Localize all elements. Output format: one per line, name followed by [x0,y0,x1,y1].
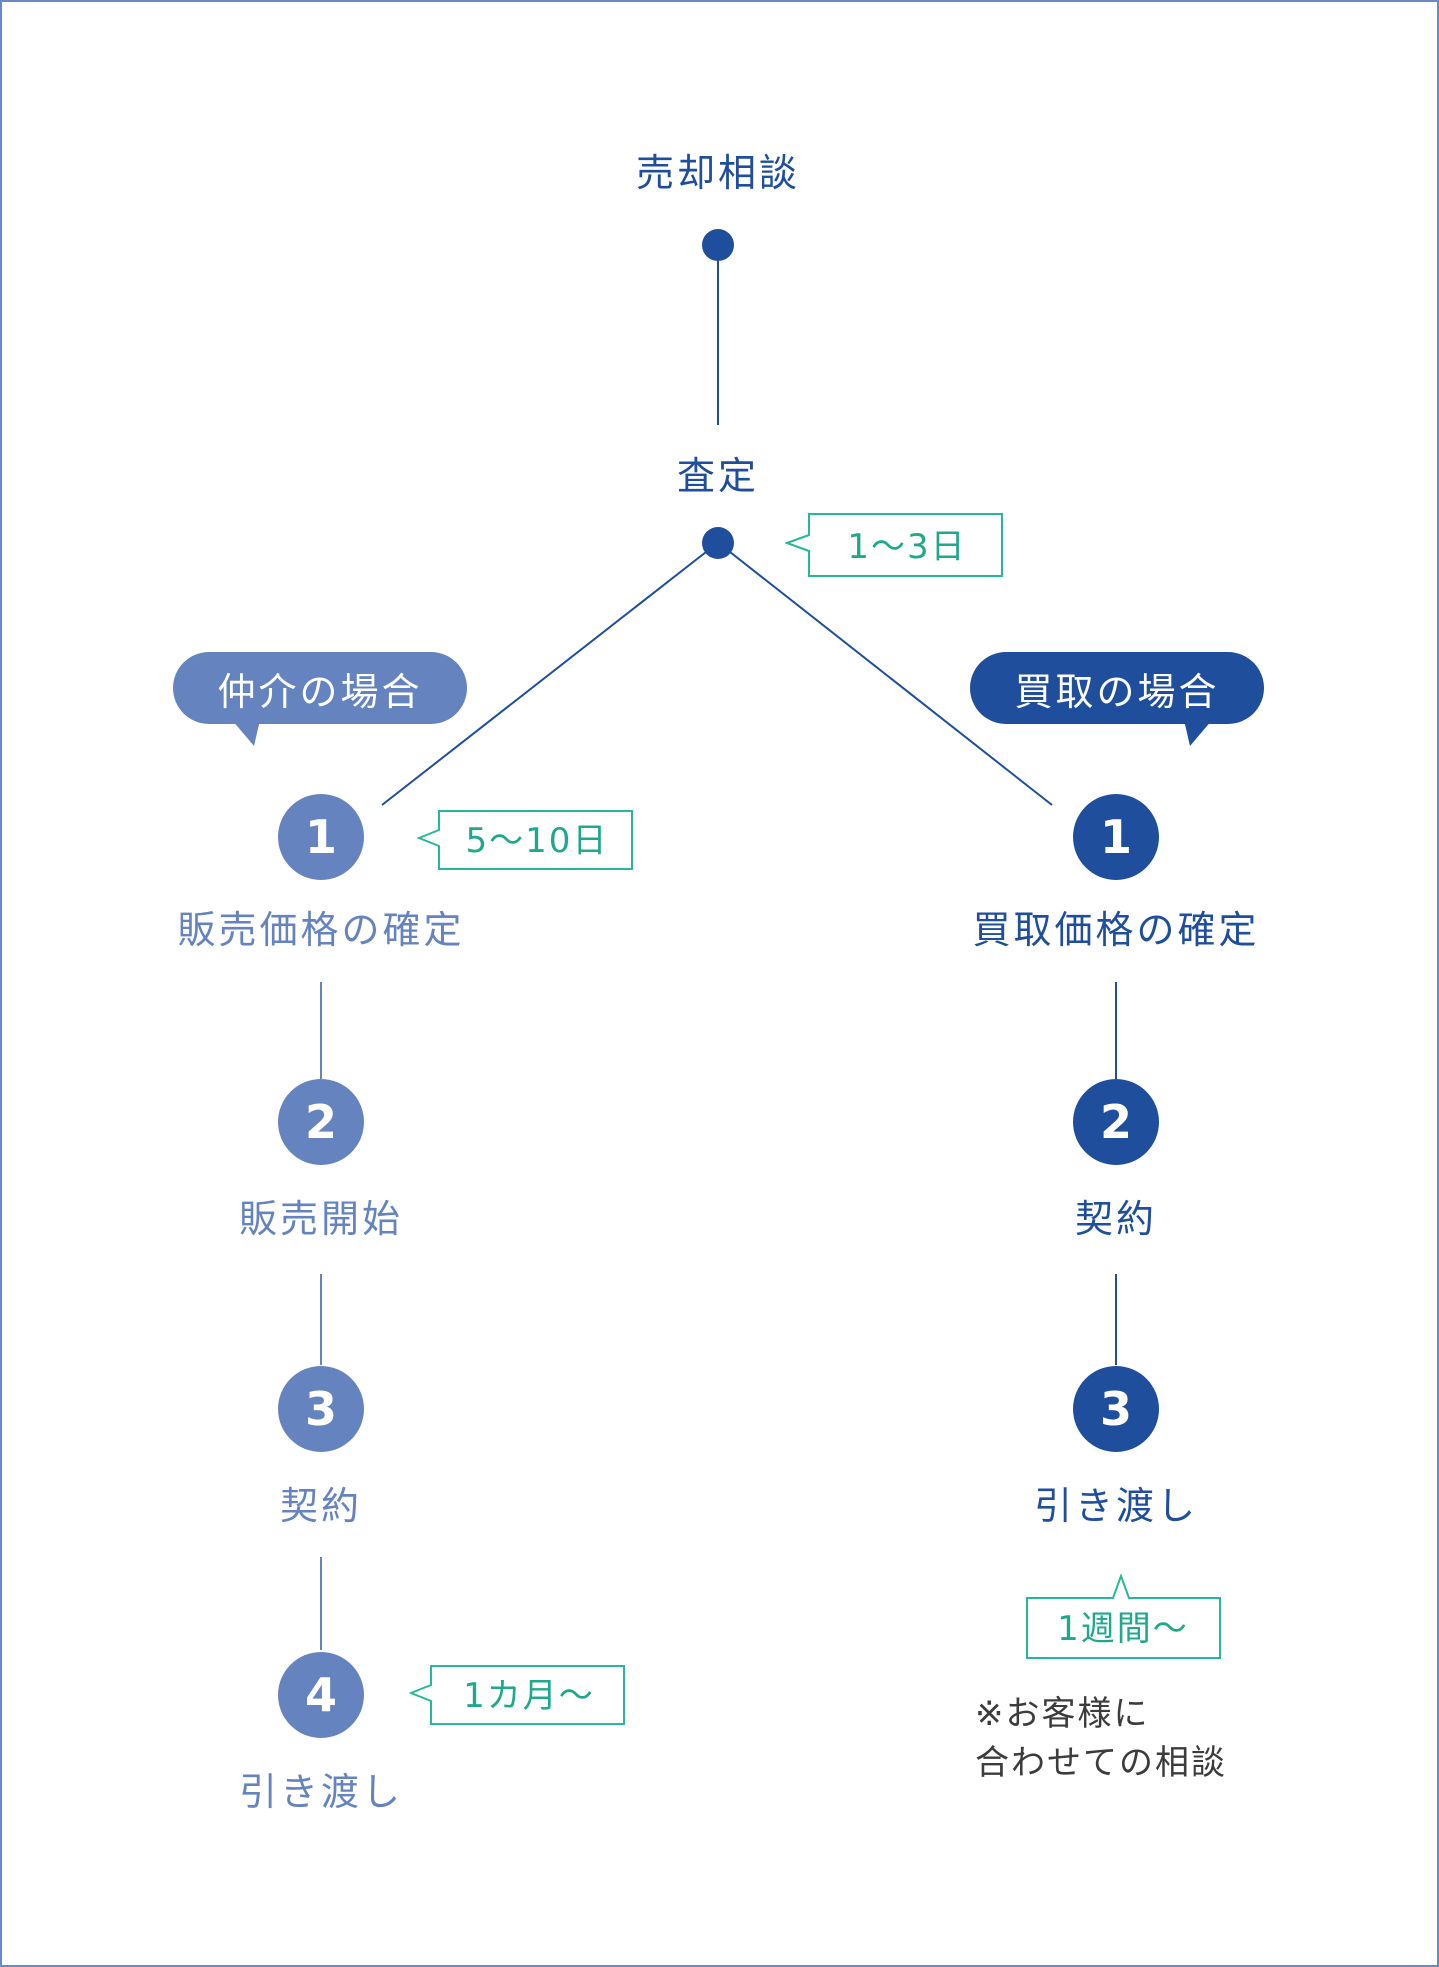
purchase-tag-label: 買取の場合 [1014,669,1220,714]
purchase-step-1-number: 1 [1073,794,1159,880]
consult-dot [702,229,734,261]
brokerage-tag-label: 仲介の場合 [217,669,423,714]
callout-assessment-days: 1〜3日 [785,513,1003,577]
consult-label: 売却相談 [635,151,801,195]
brokerage-step-4-number: 4 [278,1652,364,1738]
purchase-note: ※お客様に 合わせての相談 [975,1690,1227,1789]
connector-assessment-brokerage [381,551,707,806]
purchase-step-3-number: 3 [1073,1366,1159,1452]
brokerage-step-1-number: 1 [278,794,364,880]
callout-brokerage-step4-text: 1カ月〜 [463,1676,595,1716]
purchase-step-2-number: 2 [1073,1079,1159,1165]
assessment-dot [702,527,734,559]
brokerage-tag-tail [232,720,260,746]
brokerage-step-4-label: 引き渡し [238,1770,404,1814]
callout-purchase-step3-text: 1週間〜 [1057,1609,1189,1649]
purchase-note-line2: 合わせての相談 [975,1743,1227,1784]
purchase-tag-tail [1184,720,1212,746]
purchase-step-3-label: 引き渡し [1033,1484,1199,1528]
callout-purchase-step3: 1週間〜 [1026,1573,1221,1659]
purchase-tag: 買取の場合 [970,652,1264,724]
brokerage-step-2-number: 2 [278,1079,364,1165]
connector-assessment-purchase [729,551,1053,806]
purchase-note-line1: ※お客様に [975,1694,1150,1734]
callout-brokerage-step1: 5〜10日 [417,810,633,870]
purchase-step-1-label: 買取価格の確定 [972,908,1260,952]
brokerage-tag: 仲介の場合 [173,652,467,724]
brokerage-step-3-number: 3 [278,1366,364,1452]
callout-brokerage-step1-text: 5〜10日 [466,821,609,861]
brokerage-step-2-label: 販売開始 [238,1197,404,1241]
callout-brokerage-step4: 1カ月〜 [409,1665,625,1725]
brokerage-step-1-label: 販売価格の確定 [177,908,465,952]
callout-assessment-days-text: 1〜3日 [847,527,966,567]
assessment-label: 査定 [676,454,760,498]
purchase-step-2-label: 契約 [1074,1197,1158,1241]
brokerage-step-3-label: 契約 [279,1484,363,1528]
